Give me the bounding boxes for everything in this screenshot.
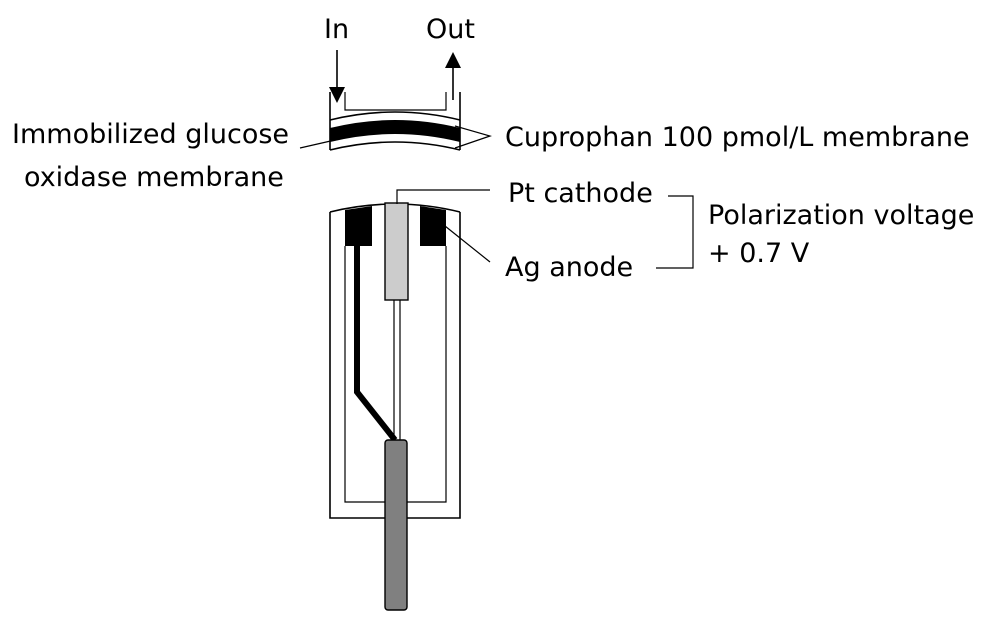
gox-membrane-leader (299, 131, 371, 149)
flow-cell (329, 92, 461, 151)
cuprophan-membrane-label: Cuprophan 100 pmol/L membrane (505, 122, 970, 153)
pt-cathode-label: Pt cathode (508, 178, 653, 209)
polarization-voltage-value: + 0.7 V (708, 238, 810, 269)
electrode-body (329, 202, 461, 611)
membrane-bottom-surface (329, 141, 461, 151)
inlet-label: In (324, 14, 349, 45)
ag-anode-leader (444, 225, 491, 263)
anode-wire (354, 246, 398, 442)
membrane-top-surface (329, 111, 461, 121)
polarization-bracket (656, 195, 694, 269)
pt-cathode-leader (396, 189, 490, 204)
gox-membrane-label-line2: oxidase membrane (24, 162, 284, 193)
flow-channel (344, 92, 447, 111)
outlet-label: Out (426, 14, 475, 45)
pt-cathode (384, 202, 409, 301)
cuprophan-leader (454, 125, 493, 149)
ag-anode-label: Ag anode (505, 252, 633, 283)
glucose-oxidase-membrane (330, 120, 460, 142)
ag-anode-right (420, 206, 446, 246)
polarization-voltage-label: Polarization voltage (708, 200, 974, 231)
gox-membrane-label-line1: Immobilized glucose (12, 119, 289, 150)
ag-anode-left (345, 206, 372, 246)
electrode-lead (384, 439, 408, 611)
